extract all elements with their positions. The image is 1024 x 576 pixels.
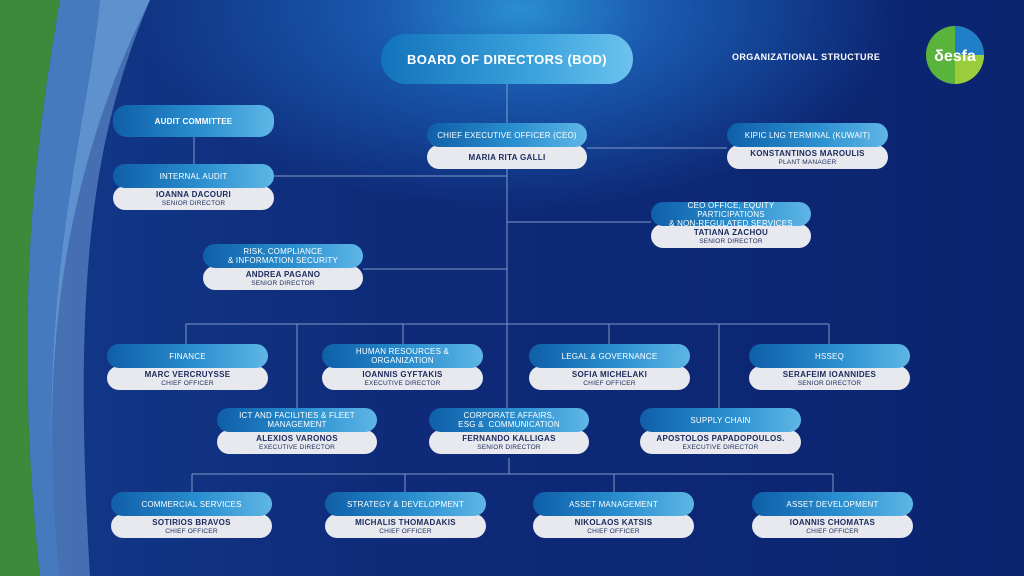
ceo-box: CHIEF EXECUTIVE OFFICER (CEO) MARIA RITA… [427, 123, 587, 169]
asset-mgmt-person: NIKOLAOS KATSIS CHIEF OFFICER [533, 514, 694, 538]
title-line-1: ICT AND FACILITIES & FLEET [239, 411, 355, 420]
internal-audit-box: INTERNAL AUDIT IOANNA DACOURI SENIOR DIR… [113, 164, 274, 210]
risk-compliance-box: RISK, COMPLIANCE & INFORMATION SECURITY … [203, 244, 363, 290]
commercial-title: COMMERCIAL SERVICES [111, 492, 272, 516]
kipic-title: KIPIC LNG TERMINAL (KUWAIT) [727, 123, 888, 147]
person-role: EXECUTIVE DIRECTOR [364, 380, 441, 387]
hsseq-title: HSSEQ [749, 344, 910, 368]
page-title: ORGANIZATIONAL STRUCTURE [732, 52, 881, 62]
person-role: SENIOR DIRECTOR [699, 238, 763, 245]
legal-title: LEGAL & GOVERNANCE [529, 344, 690, 368]
ceo-person: MARIA RITA GALLI [427, 145, 587, 169]
finance-title: FINANCE [107, 344, 268, 368]
title-line-1: CORPORATE AFFAIRS, [463, 411, 555, 420]
audit-committee-box: AUDIT COMMITTEE [113, 105, 274, 137]
person-name: APOSTOLOS PAPADOPOULOS. [656, 434, 785, 443]
supply-chain-box: SUPPLY CHAIN APOSTOLOS PAPADOPOULOS. EXE… [640, 408, 801, 454]
person-role: SENIOR DIRECTOR [251, 280, 315, 287]
person-role: SENIOR DIRECTOR [161, 200, 226, 207]
ict-person: ALEXIOS VARONOS EXECUTIVE DIRECTOR [217, 430, 377, 454]
supply-title: SUPPLY CHAIN [640, 408, 801, 432]
asset-dev-person: IOANNIS CHOMATAS CHIEF OFFICER [752, 514, 913, 538]
ceo-office-title: CEO OFFICE, EQUITY PARTICIPATIONS & NON-… [651, 200, 811, 228]
legal-person: SOFIA MICHELAKI CHIEF OFFICER [529, 366, 690, 390]
logo-text: δesfa [934, 48, 976, 65]
commercial-person: SOTIRIOS BRAVOS CHIEF OFFICER [111, 514, 272, 538]
hsseq-box: HSSEQ SERAFEIM IOANNIDES SENIOR DIRECTOR [749, 344, 910, 390]
strategy-title: STRATEGY & DEVELOPMENT [325, 492, 486, 516]
title-line-1: RISK, COMPLIANCE [243, 247, 323, 256]
commercial-services-box: COMMERCIAL SERVICES SOTIRIOS BRAVOS CHIE… [111, 492, 272, 538]
desfa-logo-icon: δesfa [926, 26, 984, 84]
person-role: SENIOR DIRECTOR [797, 380, 862, 387]
person-name: FERNANDO KALLIGAS [462, 434, 556, 443]
person-name: KONSTANTINOS MAROULIS [750, 149, 865, 158]
corporate-title: CORPORATE AFFAIRS, ESG & COMMUNICATION [429, 408, 589, 432]
person-role: CHIEF OFFICER [161, 380, 214, 387]
ceo-title: CHIEF EXECUTIVE OFFICER (CEO) [427, 123, 587, 147]
corporate-affairs-box: CORPORATE AFFAIRS, ESG & COMMUNICATION F… [429, 408, 589, 454]
hr-box: HUMAN RESOURCES & ORGANIZATION IOANNIS G… [322, 344, 483, 390]
hr-title: HUMAN RESOURCES & ORGANIZATION [322, 344, 483, 368]
risk-person: ANDREA PAGANO SENIOR DIRECTOR [203, 266, 363, 290]
ceo-office-box: CEO OFFICE, EQUITY PARTICIPATIONS & NON-… [651, 200, 811, 248]
person-name: SOTIRIOS BRAVOS [152, 518, 231, 527]
finance-person: MARC VERCRUYSSE CHIEF OFFICER [107, 366, 268, 390]
ict-title: ICT AND FACILITIES & FLEET MANAGEMENT [217, 408, 377, 432]
person-role: EXECUTIVE DIRECTOR [258, 444, 336, 451]
hsseq-person: SERAFEIM IOANNIDES SENIOR DIRECTOR [749, 366, 910, 390]
person-name: ANDREA PAGANO [245, 270, 321, 279]
title-line-2: ESG & COMMUNICATION [458, 420, 560, 429]
strategy-person: MICHALIS THOMADAKIS CHIEF OFFICER [325, 514, 486, 538]
person-name: IOANNA DACOURI [155, 190, 231, 199]
kipic-person: KONSTANTINOS MAROULIS PLANT MANAGER [727, 145, 888, 169]
person-role: SENIOR DIRECTOR [477, 444, 541, 451]
kipic-lng-box: KIPIC LNG TERMINAL (KUWAIT) KONSTANTINOS… [727, 123, 888, 169]
asset-mgmt-title: ASSET MANAGEMENT [533, 492, 694, 516]
internal-audit-title: INTERNAL AUDIT [113, 164, 274, 188]
person-role: EXECUTIVE DIRECTOR [682, 444, 759, 451]
internal-audit-person: IOANNA DACOURI SENIOR DIRECTOR [113, 186, 274, 210]
title-line-2: & INFORMATION SECURITY [227, 256, 339, 265]
person-role: CHIEF OFFICER [583, 380, 636, 387]
asset-dev-title: ASSET DEVELOPMENT [752, 492, 913, 516]
person-role: CHIEF OFFICER [165, 528, 218, 535]
title-line-2: MANAGEMENT [267, 420, 327, 429]
person-name: IOANNIS GYFTAKIS [362, 370, 443, 379]
title-line-1: CEO OFFICE, EQUITY PARTICIPATIONS [687, 200, 775, 219]
corporate-person: FERNANDO KALLIGAS SENIOR DIRECTOR [429, 430, 589, 454]
ceo-office-person: TATIANA ZACHOU SENIOR DIRECTOR [651, 224, 811, 248]
finance-box: FINANCE MARC VERCRUYSSE CHIEF OFFICER [107, 344, 268, 390]
person-name: TATIANA ZACHOU [693, 228, 769, 237]
legal-box: LEGAL & GOVERNANCE SOFIA MICHELAKI CHIEF… [529, 344, 690, 390]
asset-management-box: ASSET MANAGEMENT NIKOLAOS KATSIS CHIEF O… [533, 492, 694, 538]
hr-person: IOANNIS GYFTAKIS EXECUTIVE DIRECTOR [322, 366, 483, 390]
person-role: CHIEF OFFICER [379, 528, 432, 535]
person-name: SERAFEIM IOANNIDES [782, 370, 877, 379]
asset-development-box: ASSET DEVELOPMENT IOANNIS CHOMATAS CHIEF… [752, 492, 913, 538]
person-role: CHIEF OFFICER [806, 528, 859, 535]
person-role: CHIEF OFFICER [587, 528, 640, 535]
person-name: MARC VERCRUYSSE [144, 370, 231, 379]
person-name: MICHALIS THOMADAKIS [355, 518, 456, 527]
person-name: MARIA RITA GALLI [468, 153, 546, 162]
strategy-box: STRATEGY & DEVELOPMENT MICHALIS THOMADAK… [325, 492, 486, 538]
title-line-2: & NON-REGULATED SERVICES [669, 218, 793, 228]
board-of-directors-box: BOARD OF DIRECTORS (BOD) [381, 34, 633, 84]
person-name: NIKOLAOS KATSIS [574, 518, 653, 527]
person-name: SOFIA MICHELAKI [571, 370, 648, 379]
person-name: IOANNIS CHOMATAS [789, 518, 876, 527]
person-name: ALEXIOS VARONOS [256, 434, 338, 443]
ict-box: ICT AND FACILITIES & FLEET MANAGEMENT AL… [217, 408, 377, 454]
supply-person: APOSTOLOS PAPADOPOULOS. EXECUTIVE DIRECT… [640, 430, 801, 454]
person-role: PLANT MANAGER [778, 159, 837, 166]
audit-committee-title: AUDIT COMMITTEE [113, 105, 274, 137]
risk-title: RISK, COMPLIANCE & INFORMATION SECURITY [203, 244, 363, 268]
